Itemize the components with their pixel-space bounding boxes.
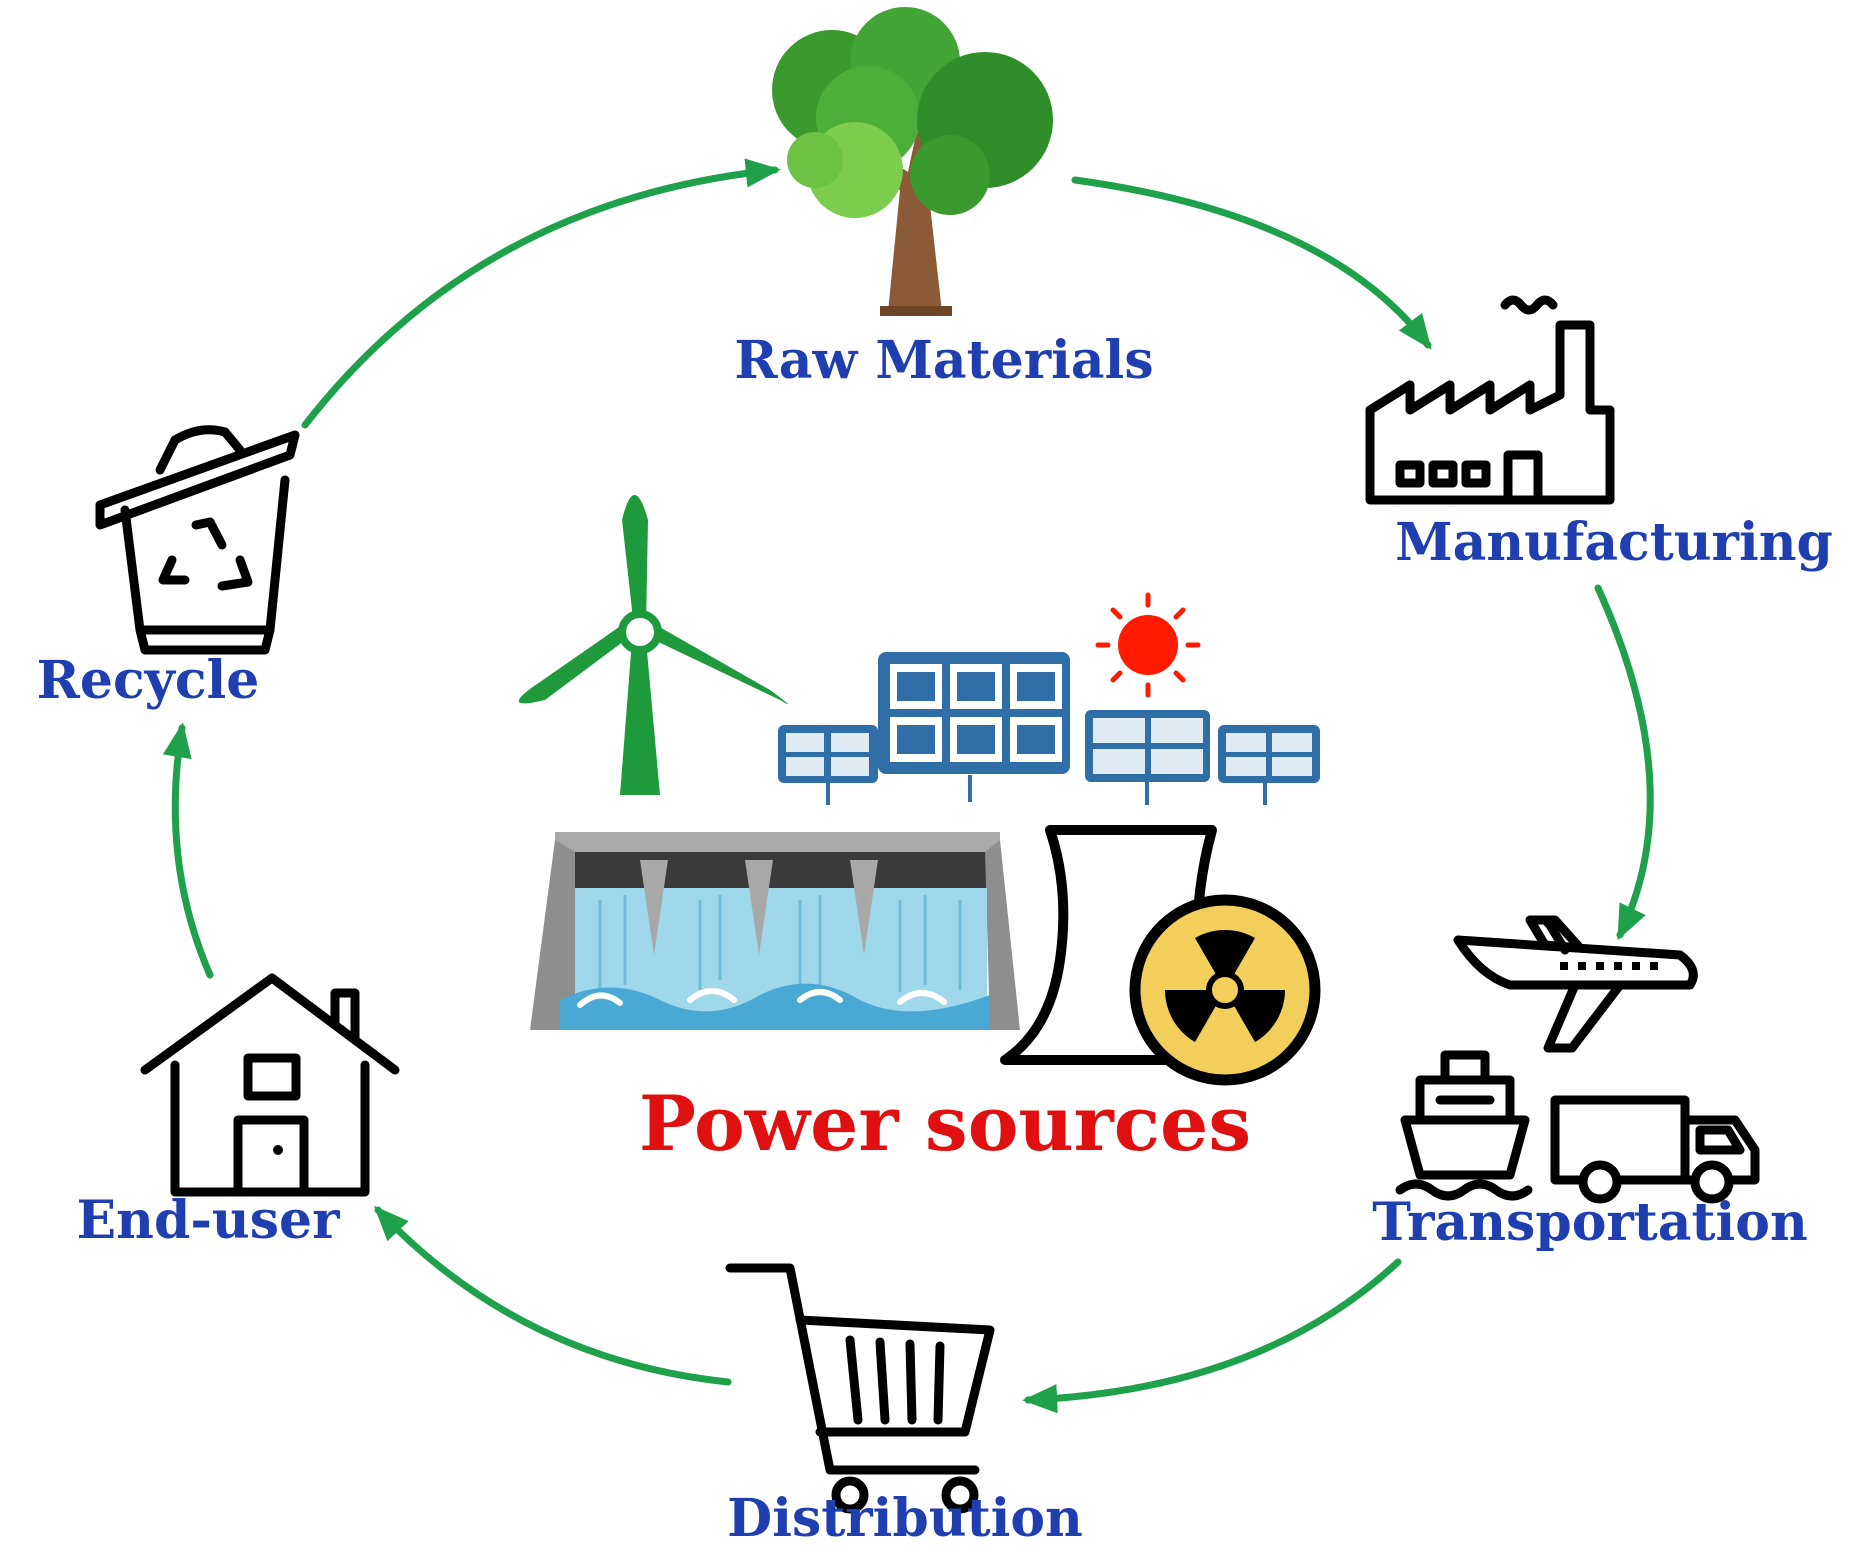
label-distribution: Distribution (727, 1488, 1083, 1549)
arrow-distribution-to-enduser (373, 1205, 732, 1386)
label-recycle: Recycle (37, 650, 260, 711)
arrow-recycle-to-raw (301, 158, 781, 429)
cycle-arrows (162, 158, 1654, 1414)
arrow-enduser-to-recycle (162, 722, 214, 979)
hydro-dam-icon (530, 832, 1020, 1030)
label-manufacturing: Manufacturing (1395, 512, 1833, 573)
ship-icon (1395, 1050, 1533, 1201)
nuclear-plant-icon (1000, 825, 1321, 1086)
airplane-icon (1453, 915, 1698, 1053)
recycle-bin-icon (95, 425, 300, 655)
sun-icon (1095, 592, 1201, 698)
arrow-transportation-to-distribution (1022, 1258, 1402, 1414)
factory-icon (1365, 295, 1615, 505)
label-transportation: Transportation (1372, 1192, 1808, 1253)
house-icon (140, 973, 400, 1197)
label-power-sources: Power sources (639, 1079, 1251, 1168)
truck-icon (1550, 1095, 1760, 1204)
label-raw-materials: Raw Materials (734, 330, 1153, 391)
arrow-manufacturing-to-transportation (1594, 584, 1654, 941)
solar-panel-icon (778, 652, 1320, 805)
label-end-user: End-user (77, 1190, 341, 1251)
tree-icon (772, 7, 1053, 316)
shopping-cart-icon (725, 1263, 995, 1514)
arrow-raw-to-manufacturing (1071, 176, 1432, 350)
wind-turbine-icon (518, 495, 788, 795)
